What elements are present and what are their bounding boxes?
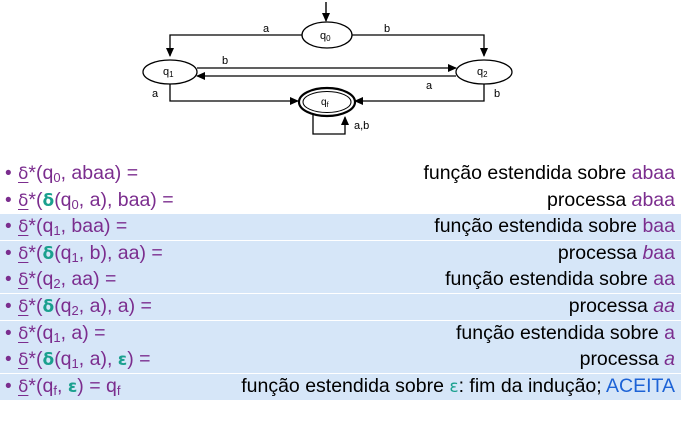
derivation-row: • δ*(q0, abaa) = função estendida sobre … xyxy=(0,161,681,187)
derivation-row: • δ*(q1, a) = função estendida sobre a xyxy=(0,320,681,347)
description: função estendida sobre aa xyxy=(445,268,675,291)
state-q0: q0 xyxy=(301,21,353,49)
formula: δ*(q1, baa) = xyxy=(18,215,128,239)
label-q2-q1: a xyxy=(426,80,433,92)
label-q1-qf: a xyxy=(152,88,159,100)
automaton-diagram: q0 q1 q2 qf a b b a a b a,b xyxy=(142,2,513,135)
label-q0-q2: b xyxy=(384,23,390,35)
formula: δ*(δ(q2, a), a) = xyxy=(18,294,152,318)
formula: δ*(q2, aa) = xyxy=(18,268,117,292)
description: função estendida sobre a xyxy=(455,321,675,344)
edge-qf-loop xyxy=(312,114,349,135)
formula: δ*(δ(q1, b), aa) = xyxy=(18,241,163,265)
edge-q0-q1 xyxy=(166,34,302,57)
formula: δ*(qf, ε) = qf xyxy=(18,374,121,398)
description: processa aa xyxy=(568,294,675,317)
label-q0-q1: a xyxy=(263,23,270,35)
svg-text:q2: q2 xyxy=(477,66,488,79)
svg-text:q1: q1 xyxy=(163,66,174,79)
derivation-row: • δ*(qf, ε) = qf função estendida sobre … xyxy=(0,373,681,400)
derivation-row: • δ*(q2, aa) = função estendida sobre aa xyxy=(0,267,681,294)
formula: δ*(q1, a) = xyxy=(18,321,106,345)
bullet: • xyxy=(5,375,12,397)
derivation-row: • δ*(δ(q2, a), a) = processa aa xyxy=(0,293,681,320)
formula: δ*(q0, abaa) = xyxy=(18,162,139,185)
formula: δ*(δ(q1, a), ε) = xyxy=(18,348,151,372)
derivation-list: • δ*(q0, abaa) = função estendida sobre … xyxy=(0,161,681,400)
label-q1-q2: b xyxy=(222,55,228,67)
bullet: • xyxy=(5,216,12,238)
svg-text:q0: q0 xyxy=(320,30,331,43)
bullet: • xyxy=(5,269,12,291)
bullet: • xyxy=(5,163,12,184)
description: processa abaa xyxy=(547,188,675,211)
accept-label: ACEITA xyxy=(606,374,675,397)
bullet: • xyxy=(5,189,12,211)
svg-text:qf: qf xyxy=(321,97,329,109)
bullet: • xyxy=(5,349,12,371)
description: processa baa xyxy=(557,241,675,264)
label-qf-loop: a,b xyxy=(354,120,369,132)
derivation-row: • δ*(q1, baa) = função estendida sobre b… xyxy=(0,214,681,241)
bullet: • xyxy=(5,242,12,264)
edge-q1-qf xyxy=(169,84,299,105)
formula: δ*(δ(q0, a), baa) = xyxy=(18,188,174,212)
description: função estendida sobre baa xyxy=(434,215,675,238)
bullet: • xyxy=(5,295,12,317)
derivation-row: • δ*(δ(q1, b), aa) = processa baa xyxy=(0,240,681,267)
description: processa a xyxy=(579,348,675,371)
derivation-row: • δ*(δ(q1, a), ε) = processa a xyxy=(0,347,681,374)
state-q2: q2 xyxy=(455,59,513,85)
description: função estendida sobre ε: fim da indução… xyxy=(241,374,675,397)
edge-q0-q2 xyxy=(352,34,488,57)
description: função estendida sobre abaa xyxy=(423,162,675,184)
bullet: • xyxy=(5,322,12,344)
state-qf: qf xyxy=(297,86,357,118)
edge-q2-qf xyxy=(354,84,485,105)
state-q1: q1 xyxy=(142,59,198,85)
label-q2-qf: b xyxy=(494,88,500,100)
derivation-row: • δ*(δ(q0, a), baa) = processa abaa xyxy=(0,188,681,214)
